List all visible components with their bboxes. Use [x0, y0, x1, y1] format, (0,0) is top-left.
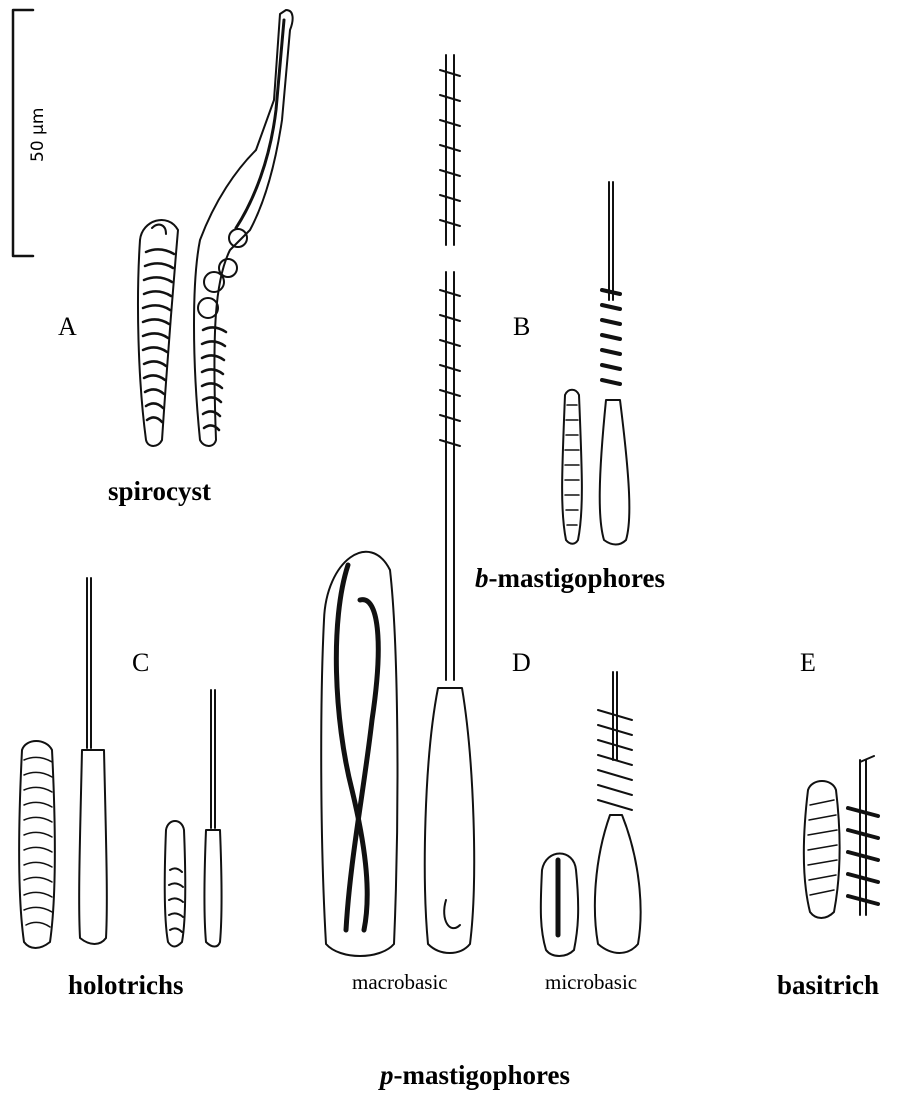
b-mastigophore-long-tubule	[440, 55, 460, 680]
basitrich-capsule	[804, 781, 840, 918]
panel-b-name: b-mastigophores	[475, 563, 665, 594]
p-mastigophore-macrobasic-discharged	[425, 688, 474, 953]
panel-b-letter: B	[513, 312, 530, 342]
panel-b-name-suffix: -mastigophores	[489, 563, 666, 593]
p-mastigophore-macrobasic-capsule	[321, 552, 397, 956]
holotrich-capsule-large	[19, 741, 55, 948]
panel-d-name: p-mastigophores	[380, 1060, 570, 1091]
b-mastigophore-small-capsule	[562, 390, 582, 544]
panel-b-name-prefix: b	[475, 563, 489, 593]
spirocyst-capsule-small	[138, 220, 178, 446]
panel-d-letter: D	[512, 648, 531, 678]
panel-c-name: holotrichs	[68, 970, 184, 1001]
holotrich-capsule-small	[165, 821, 186, 947]
scale-bar-label: 50 µm	[28, 108, 48, 162]
spirocyst-capsule-discharged	[194, 10, 293, 446]
p-mastigophore-microbasic-capsule	[541, 854, 578, 957]
panel-e-letter: E	[800, 648, 816, 678]
panel-a-name: spirocyst	[108, 476, 211, 507]
holotrich-discharged-large	[79, 578, 107, 944]
panel-d-macrobasic-label: macrobasic	[352, 970, 448, 995]
b-mastigophore-discharged	[600, 182, 630, 545]
basitrich-discharged	[848, 756, 878, 915]
panel-d-name-prefix: p	[380, 1060, 394, 1090]
panel-c-letter: C	[132, 648, 149, 678]
panel-d-microbasic-label: microbasic	[545, 970, 637, 995]
panel-e-name: basitrich	[777, 970, 879, 1001]
p-mastigophore-microbasic-discharged	[595, 672, 641, 953]
panel-d-name-suffix: -mastigophores	[394, 1060, 571, 1090]
holotrich-discharged-small	[205, 690, 222, 947]
panel-a-letter: A	[58, 312, 77, 342]
